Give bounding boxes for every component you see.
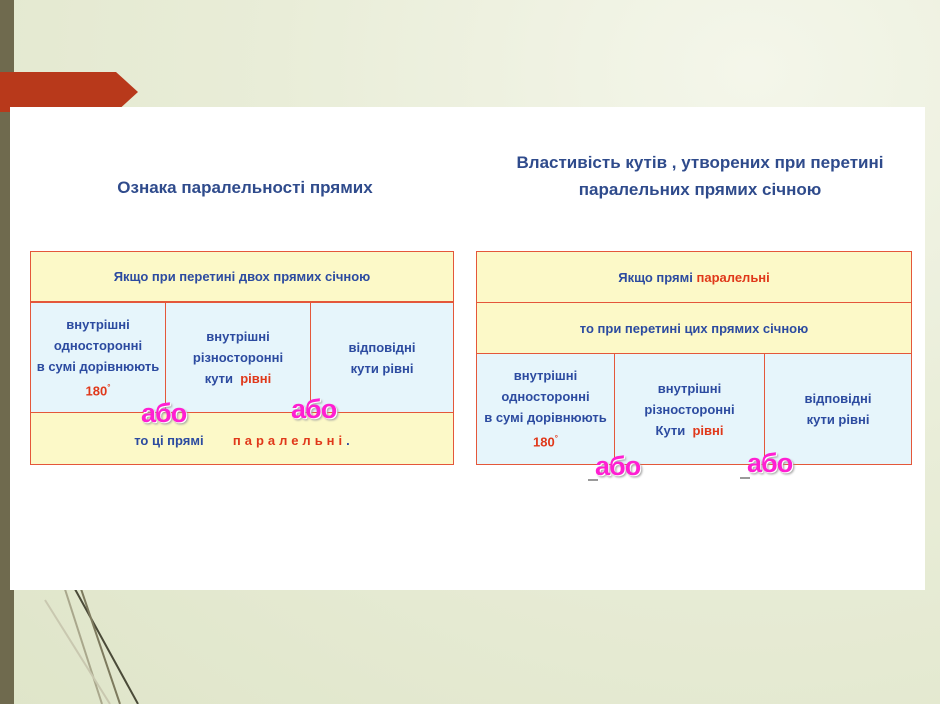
or-label-1: або	[141, 398, 187, 428]
left-header-text: Якщо при перетині двох прямих січною	[113, 269, 371, 284]
right-cell-one-sided: внутрішні односторонні в сумі дорівнюють…	[476, 353, 615, 465]
angle-value: 180	[533, 434, 555, 450]
cell-line: відповідні	[804, 391, 872, 406]
angle-value: 180	[85, 383, 108, 399]
cell-line: кути рівні	[350, 360, 414, 376]
left-cell-corresponding: відповідні кути рівні	[310, 302, 454, 413]
or-label-4: або	[747, 448, 793, 478]
highlight-word: паралельні	[696, 269, 770, 285]
conclusion-period: .	[346, 433, 350, 448]
highlight-word: рівні	[240, 371, 272, 386]
left-conclusion-row: то ці прямі паралельні.	[30, 412, 454, 465]
or-dash-1	[588, 479, 598, 481]
degree-sign: °	[107, 382, 111, 392]
cell-line: внутрішні	[657, 380, 722, 396]
cell-word: Кути	[655, 422, 686, 438]
decorative-lines	[44, 580, 139, 704]
cell-line: в сумі дорівнюють	[484, 410, 607, 426]
or-dash-2	[740, 477, 750, 479]
right-title-line: Властивість кутів , утворених при перети…	[516, 153, 884, 172]
or-label-2: або	[291, 394, 337, 424]
or-label-3: або	[595, 451, 641, 481]
header-text: Якщо прямі	[618, 269, 693, 285]
right-title-line: паралельних прямих січною	[578, 180, 822, 199]
cell-line: відповідні	[348, 339, 416, 355]
highlight-word: рівні	[692, 422, 724, 438]
left-cell-one-sided: внутрішні односторонні в сумі дорівнюють…	[30, 302, 166, 413]
cell-line: в сумі дорівнюють	[36, 358, 160, 374]
left-title: Ознака паралельності прямих	[117, 178, 373, 197]
cell-line: різносторонні	[192, 350, 284, 365]
cell-line: односторонні	[501, 389, 590, 405]
right-subheader-row: то при перетині цих прямих січною	[476, 302, 912, 354]
left-cell-alternate: внутрішні різносторонні кути рівні	[165, 302, 311, 413]
cell-line: кути рівні	[806, 412, 870, 427]
right-cell-corresponding: відповідні кути рівні	[764, 353, 912, 465]
right-header-row: Якщо прямі паралельні	[476, 251, 912, 303]
cell-line: внутрішні	[66, 316, 130, 332]
right-title: Властивість кутів , утворених при перети…	[480, 149, 920, 203]
cell-line: різносторонні	[644, 401, 735, 417]
conclusion-text: то ці прямі	[134, 433, 204, 448]
cell-line: односторонні	[53, 337, 143, 353]
subheader-text: то при перетині цих прямих січною	[579, 320, 809, 336]
right-cell-alternate: внутрішні різносторонні Кути рівні	[614, 353, 765, 465]
cell-line: внутрішні	[513, 368, 578, 384]
left-header-row: Якщо при перетині двох прямих січною	[30, 251, 454, 302]
cell-line: внутрішні	[206, 329, 270, 344]
slide-content: Ознака паралельності прямих Якщо при пер…	[10, 107, 925, 590]
red-arrow-banner	[0, 72, 138, 112]
cell-word: кути	[204, 371, 233, 386]
degree-sign: °	[554, 434, 558, 444]
highlight-word: паралельні	[232, 433, 347, 448]
